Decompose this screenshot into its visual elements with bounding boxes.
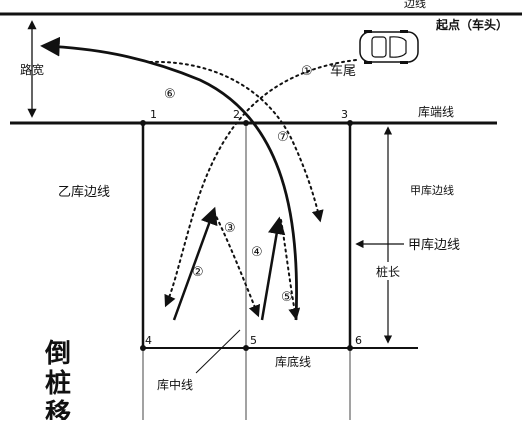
point-5-label: 5 [250,334,257,347]
step-6-label: ⑥ [164,87,176,102]
title-big-char-2: 桩 [45,368,71,399]
step-1-label: ① [301,64,313,79]
point-3-marker [347,120,353,126]
step-5-label: ⑤ [281,290,293,305]
lot-end-line-label: 库端线 [418,104,454,119]
step-7-label: ⑦ [277,130,289,145]
center-line-label: 库中线 [157,377,193,392]
title-big-char-3: 移 [45,399,71,420]
road-width-label: 路宽 [20,62,44,77]
center-line-pointer [195,329,241,374]
point-5-marker [243,345,249,351]
right-side-line-inner-label: 甲库边线 [410,183,454,197]
step-2-label: ② [192,265,204,280]
right-side-line-outer-label: 甲库边线 [408,237,460,253]
bottom-line-label: 库底线 [275,354,311,369]
path-6 [40,36,298,321]
title-big-char-1: 倒 [44,339,71,369]
path-7 [149,60,324,223]
path-5 [280,219,301,321]
tail-label: 车尾 [330,63,356,79]
path-4 [260,216,286,321]
edge-line-label: 边线 [404,0,426,10]
path-1 [164,59,357,308]
point-2-label: 2 [233,108,240,121]
point-1-marker [140,120,146,126]
point-4-marker [140,345,146,351]
point-2-marker [243,120,249,126]
pile-length-label: 桩长 [376,264,400,279]
point-1-label: 1 [150,108,157,121]
title-big-group: 倒 桩 移 [44,339,71,424]
step-3-label: ③ [224,221,236,236]
point-3-label: 3 [341,108,348,121]
point-4-label: 4 [145,334,152,347]
point-6-marker [347,345,353,351]
path-3 [213,211,261,318]
step-4-label: ④ [251,245,263,260]
start-point-label: 起点（车头） [435,17,508,32]
left-side-line-label: 乙库边线 [58,184,110,200]
car-icon [359,30,419,64]
path-2 [172,206,218,321]
point-6-label: 6 [355,334,362,347]
